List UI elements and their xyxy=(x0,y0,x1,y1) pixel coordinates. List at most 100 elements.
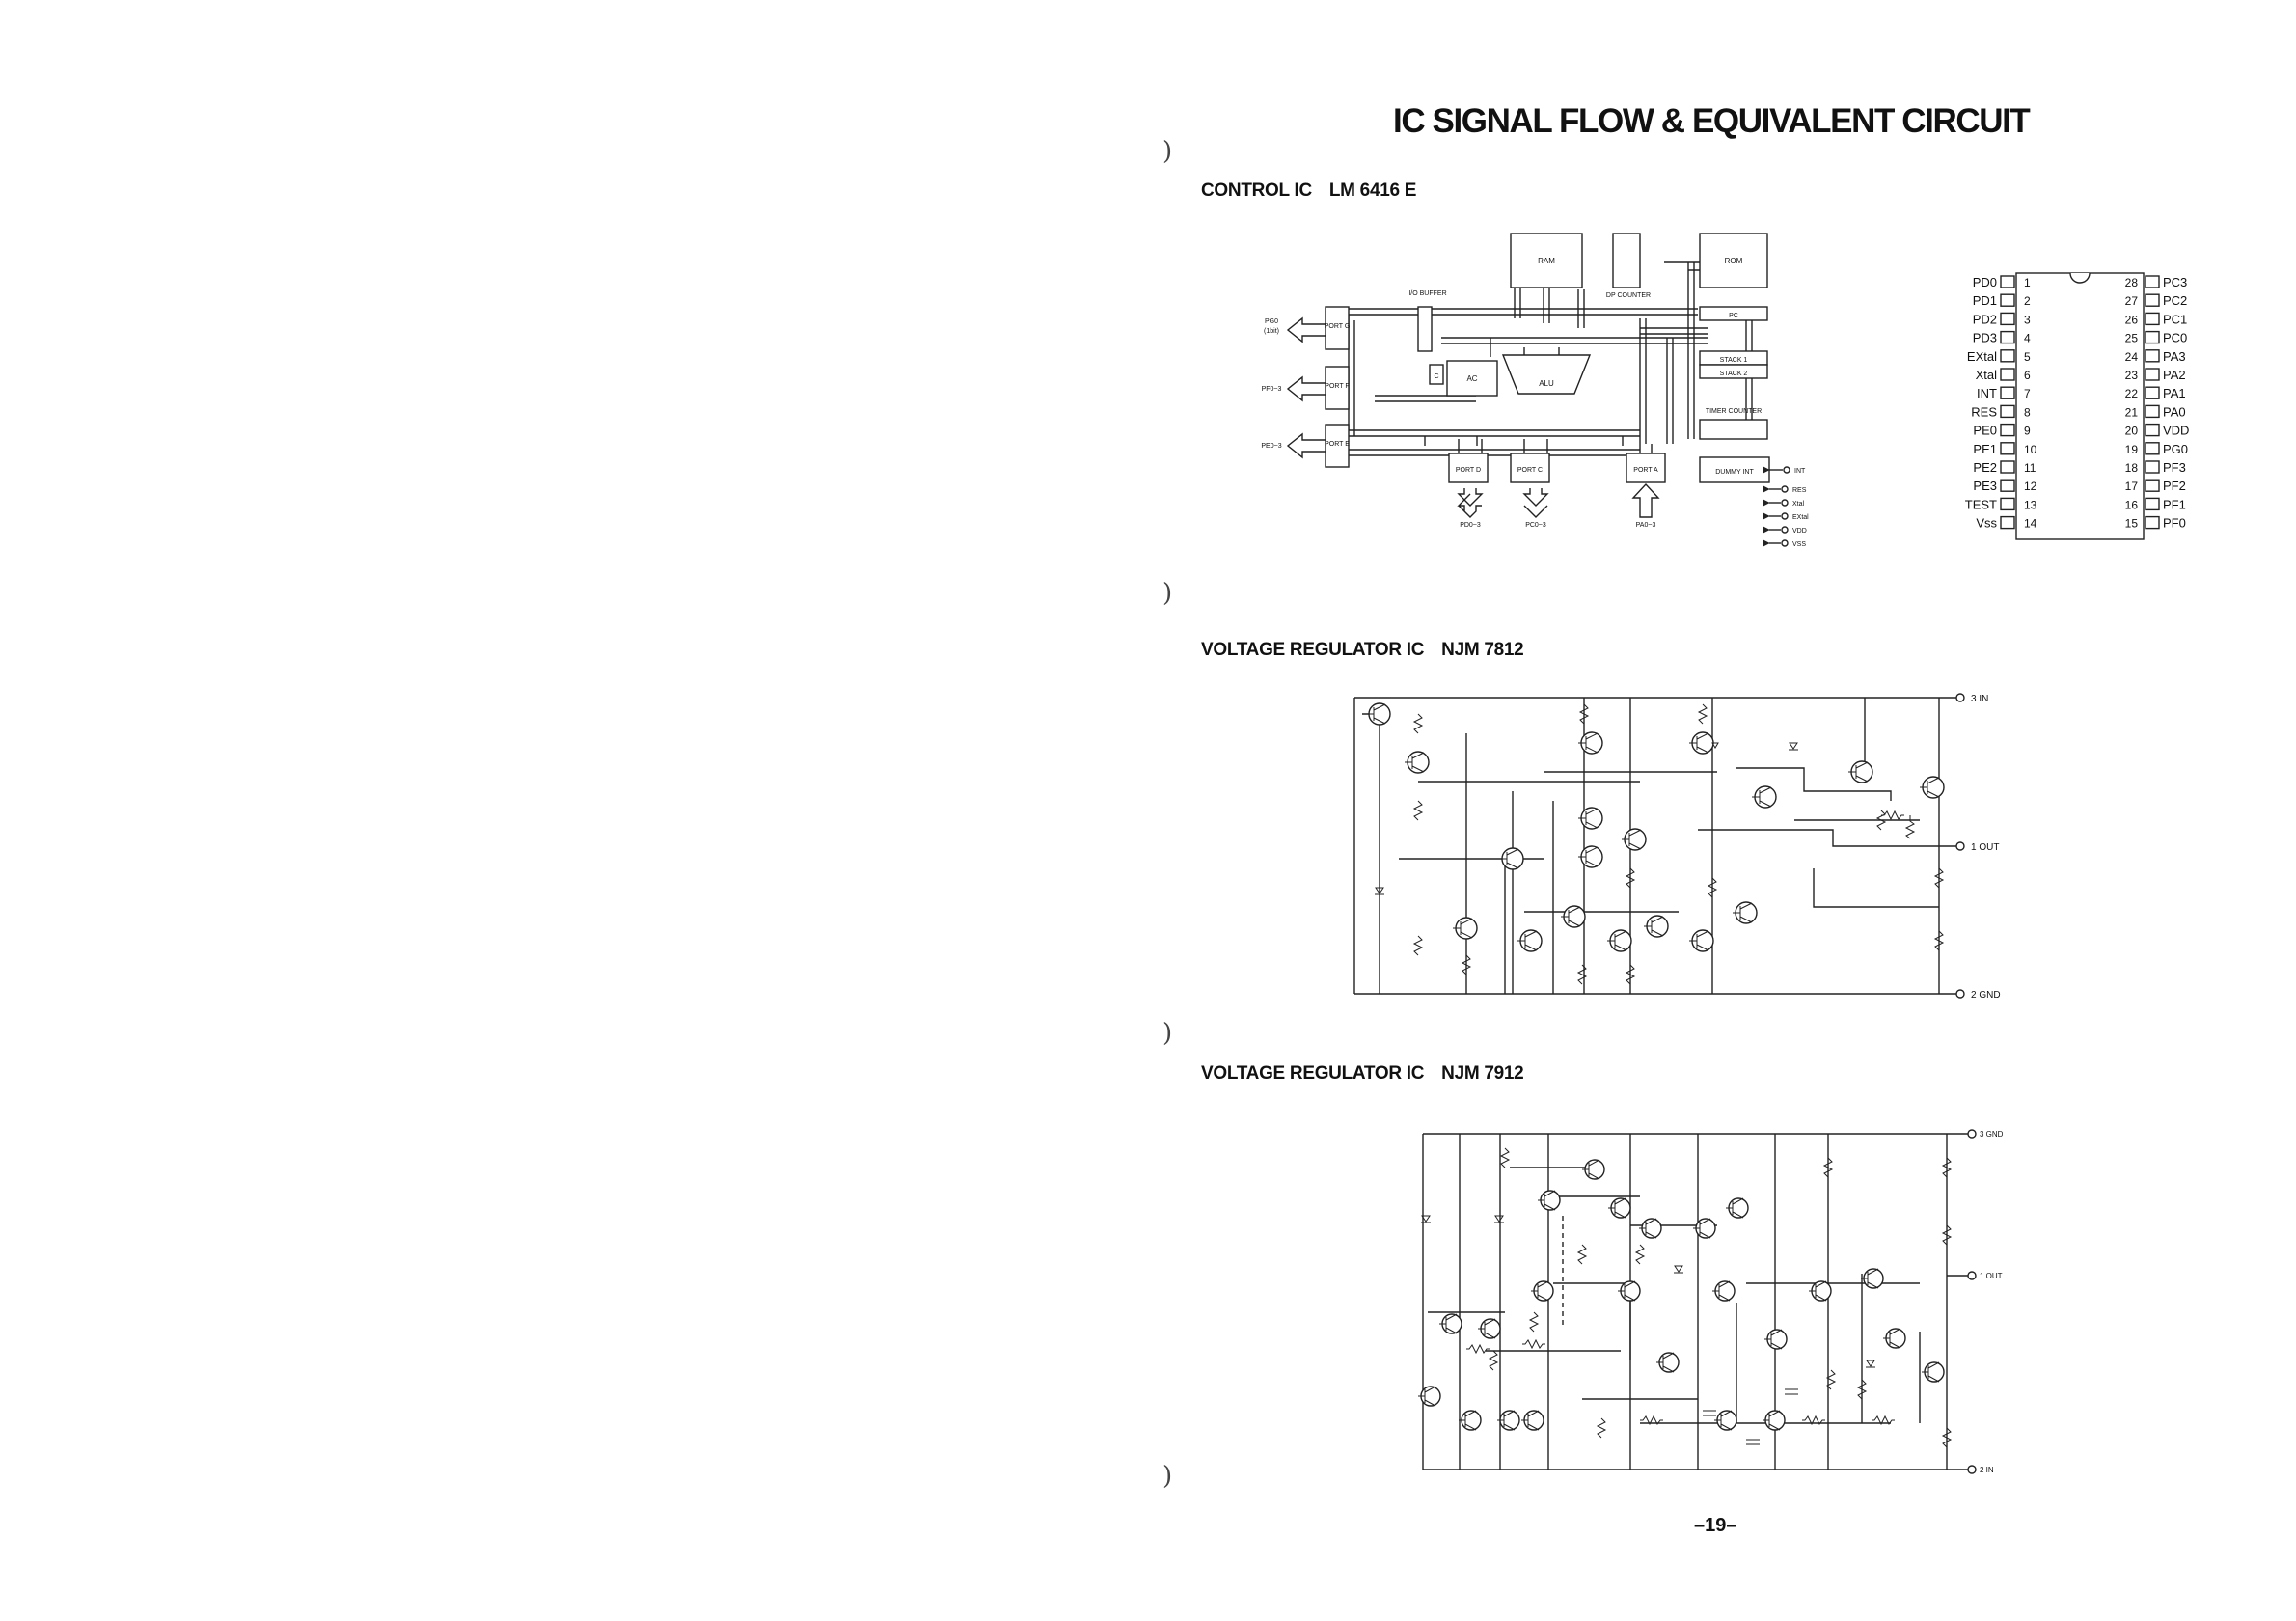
ac-block xyxy=(1446,360,1498,397)
pin-number: 28 xyxy=(2125,276,2139,289)
dp-counter-label: DP COUNTER xyxy=(1606,292,1651,299)
pin-number: 9 xyxy=(2024,425,2031,438)
pin-pad xyxy=(2000,404,2015,419)
stack1-label: STACK 1 xyxy=(1720,357,1748,364)
pin-name: Xtal xyxy=(1976,368,1998,382)
pin-number: 21 xyxy=(2125,405,2139,419)
terminal-gnd-label: 2 GND xyxy=(1971,990,2001,1001)
pd-signal-label: PD0~3 xyxy=(1460,522,1481,529)
pin-number: 5 xyxy=(2024,350,2031,364)
pin-name: PC2 xyxy=(2163,293,2187,308)
pin-row-right: 21 PA0 xyxy=(2125,404,2186,419)
port-f-label: PORT F xyxy=(1325,383,1349,390)
pin-number: 15 xyxy=(2125,517,2139,531)
timer-counter-label: TIMER COUNTER xyxy=(1706,408,1762,415)
pin-number: 13 xyxy=(2024,498,2037,511)
c-label: C xyxy=(1434,373,1438,380)
dummy-int-label: DUMMY INT xyxy=(1715,469,1754,476)
pin-name: PE1 xyxy=(1973,442,1997,456)
transistors-7912 xyxy=(1418,1159,1945,1431)
timer-counter-block xyxy=(1699,419,1768,440)
pin-pad xyxy=(2000,293,2015,307)
pin-pad xyxy=(2000,386,2015,399)
pin-name: Vss xyxy=(1976,516,1997,531)
pin-number: 4 xyxy=(2024,332,2031,345)
pin-number: 18 xyxy=(2125,461,2139,475)
pin-pad xyxy=(2000,442,2015,455)
pf-signal-label: PF0~3 xyxy=(1262,386,1282,393)
part-number: NJM 7812 xyxy=(1441,640,1524,660)
pin-row-left: PD3 4 xyxy=(1973,331,2031,345)
pin-number: 23 xyxy=(2125,369,2139,382)
pin-pad xyxy=(2000,330,2015,344)
terminal-in-label: 3 IN xyxy=(1971,694,1988,704)
port-c-label: PORT C xyxy=(1517,467,1543,474)
vss-signal-label: VSS xyxy=(1792,541,1806,548)
pin-pad xyxy=(2145,479,2160,492)
rom-block xyxy=(1699,233,1768,288)
page-number: –19– xyxy=(1694,1515,1737,1536)
terminal-in-label: 2 IN xyxy=(1980,1466,1994,1474)
port-c-block xyxy=(1510,453,1550,483)
scan-mark: ) xyxy=(1162,1019,1173,1048)
diodes-7812 xyxy=(1375,742,1798,895)
pin-number: 27 xyxy=(2125,294,2139,308)
extal-signal-label: EXtal xyxy=(1792,514,1809,521)
section-label: CONTROL IC xyxy=(1201,180,1312,201)
pin-number: 22 xyxy=(2125,387,2139,400)
port-g-block xyxy=(1325,306,1350,350)
pin-pad xyxy=(2145,312,2160,326)
pe-signal-label: PE0~3 xyxy=(1261,443,1281,450)
pin-pad xyxy=(2000,312,2015,326)
pin-number: 20 xyxy=(2125,425,2139,438)
pin-name: PE3 xyxy=(1973,479,1997,493)
section-label: VOLTAGE REGULATOR IC xyxy=(1201,640,1425,660)
rom-label: ROM xyxy=(1725,257,1743,265)
pin-number: 24 xyxy=(2125,350,2139,364)
pin-pad xyxy=(2145,368,2160,381)
pin-pad xyxy=(2000,515,2015,530)
io-buffer-block xyxy=(1417,306,1433,352)
pin-number: 14 xyxy=(2024,517,2037,531)
xtal-signal-label: Xtal xyxy=(1792,501,1805,508)
pin-number: 8 xyxy=(2024,405,2031,419)
control-inputs: INT RES Xtal EXtal VDD VSS xyxy=(1763,466,1809,548)
pin-number: 1 xyxy=(2024,276,2031,289)
pin-name: PA0 xyxy=(2163,404,2186,419)
pin-name: PD0 xyxy=(1973,275,1997,289)
pg-signal-label: PG0 xyxy=(1265,318,1278,325)
pin-name: PD1 xyxy=(1973,293,1997,308)
terminals-7912: 3 GND 1 OUT 2 IN xyxy=(1967,1129,2004,1474)
io-buffer-label: I/O BUFFER xyxy=(1408,290,1446,297)
pin-name: PF3 xyxy=(2163,460,2186,475)
pin-pad xyxy=(2000,275,2015,288)
pin-row-right: 28 PC3 xyxy=(2125,275,2188,289)
pin-name: PC3 xyxy=(2163,275,2187,289)
section-label: VOLTAGE REGULATOR IC xyxy=(1201,1063,1425,1084)
section-title-njm7812: VOLTAGE REGULATOR IC NJM 7812 xyxy=(1201,640,1524,661)
pin-pad xyxy=(2000,423,2015,437)
capacitors-7912 xyxy=(1703,1388,1798,1445)
ic-notch xyxy=(2069,272,2091,284)
pa-signal-label: PA0~3 xyxy=(1636,522,1656,529)
pin-number: 19 xyxy=(2125,443,2139,456)
port-e-block xyxy=(1325,424,1350,468)
port-a-label: PORT A xyxy=(1633,467,1658,474)
ram-block xyxy=(1510,233,1583,288)
pin-name: PD3 xyxy=(1973,331,1997,345)
stack2-label: STACK 2 xyxy=(1720,371,1748,377)
